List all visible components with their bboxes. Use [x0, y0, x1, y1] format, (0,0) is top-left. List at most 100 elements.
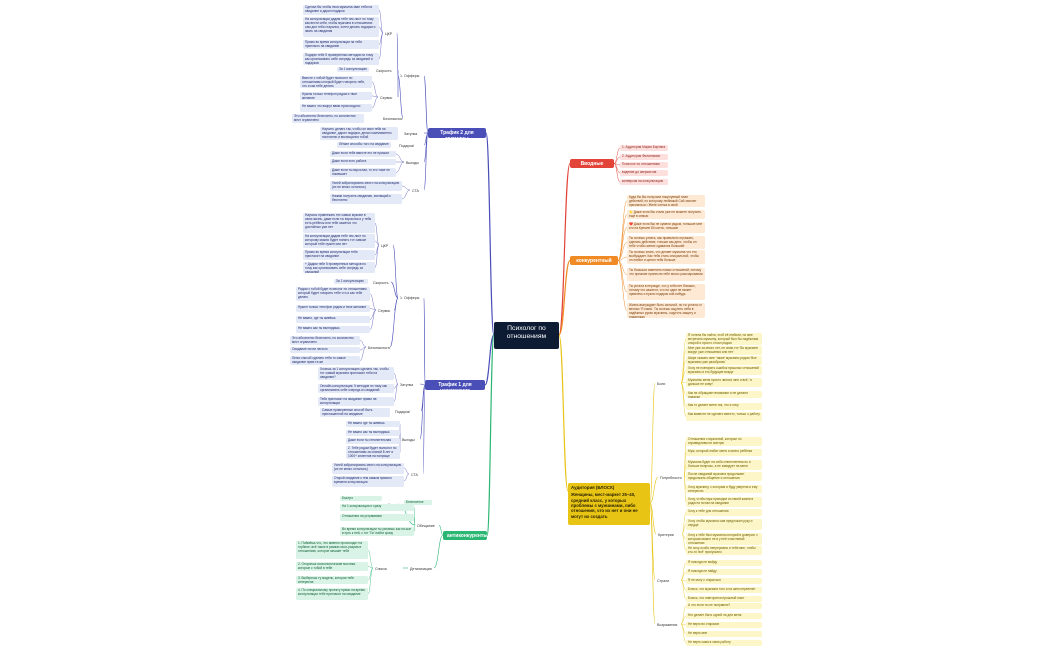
audience-group-label[interactable]: Критерии	[658, 533, 674, 537]
audience-group-label[interactable]: Боли	[657, 382, 666, 386]
audience-group-label[interactable]: Потребности	[660, 476, 682, 480]
benefits-label[interactable]: Выгоды	[402, 438, 415, 442]
audience-item[interactable]: Мужчина будет на себя ответственность и …	[686, 460, 762, 470]
intro-item[interactable]: Психолог по отношениям	[620, 162, 668, 168]
audience-item[interactable]: А что если ты не понравлю?	[686, 603, 762, 609]
audience-item[interactable]: Я не могу с открыться	[686, 578, 762, 584]
service-item[interactable]: Нужны только телефон рядом и твое желани…	[300, 92, 372, 100]
promise-item[interactable]: Отношения на устраиваем	[340, 514, 414, 521]
competitor-item[interactable]: Ты устала в периоде, что у тебя нет близ…	[627, 284, 705, 300]
benefits-label[interactable]: Выгоды	[406, 161, 419, 165]
audience-item[interactable]: Хочу чтобы мужчина сам предложил руку и …	[686, 519, 762, 530]
cta-label[interactable]: CTA	[411, 473, 418, 477]
audience-group-label[interactable]: Страхи	[657, 579, 670, 583]
benefit-item[interactable]: Даже если ты взрослая, то это тоже не по…	[330, 168, 396, 177]
audience-group-label[interactable]: Возражения	[657, 623, 678, 627]
cta-label[interactable]: CTA	[412, 189, 419, 193]
hook-label[interactable]: Затупка	[404, 132, 418, 136]
mechanism-item[interactable]: 4. По специальному проекту прямо на врем…	[296, 588, 368, 600]
hook-item[interactable]: Тебя пригласят на свидание прямо на конс…	[318, 397, 394, 406]
audience-item[interactable]: Мне уже за много лет, не знаю тот 'Во му…	[686, 346, 762, 355]
branch-anticompetitors[interactable]: антиконкуренты	[443, 531, 487, 540]
service-label[interactable]: Сервис	[378, 309, 391, 313]
branch-intro[interactable]: Вводные данные	[570, 159, 614, 168]
promise-label[interactable]: Обещание	[417, 524, 435, 528]
ckr-label[interactable]: ЦКР	[381, 244, 389, 248]
mechanism-item[interactable]: 3. Выберешь ту модель, которая тебе инте…	[296, 576, 368, 584]
hook-item[interactable]: Хочешь за 1 консультацию сделать так, чт…	[318, 367, 394, 380]
hook-label[interactable]: Затупка	[400, 383, 414, 387]
benefit-item[interactable]: Даже если есть работа	[330, 159, 396, 165]
cta-item[interactable]: Нажми получить свиданию, звонящий к бесп…	[330, 194, 402, 204]
audience-item[interactable]: Как не обращают внимание и не делают под…	[686, 391, 762, 398]
safety-item[interactable]: Это абсолютно бесплатно, но количество м…	[290, 336, 360, 345]
details-label[interactable]: Детализация	[410, 567, 432, 571]
ckr-item[interactable]: На консультации дадим тебе чек-лист по т…	[303, 17, 379, 37]
ckr-item[interactable]: Научись привлекать тех самых мужчин в св…	[303, 213, 375, 233]
intro-item[interactable]: 1. Аудитория Мария Бартина	[620, 145, 668, 151]
intro-item[interactable]: видение до сверкистов	[620, 170, 668, 176]
central-topic[interactable]: Психолог по отношениям	[494, 322, 559, 349]
service-item[interactable]: Рядом с тобой будет психолог по отношени…	[296, 287, 370, 301]
branch-audience[interactable]: Аудитория (БЛОСК)Женщины, мест-маркет 25…	[568, 483, 650, 525]
safety-label[interactable]: Безопасность	[368, 346, 390, 350]
audience-item[interactable]: Кто делает быть одной ли для меня	[686, 613, 762, 619]
service-item[interactable]: Нужен только телефон рядом и твое желани…	[296, 305, 370, 312]
offers-label[interactable]: 1. Офферы	[400, 74, 420, 78]
promise-item[interactable]: На 1 консультации и сразу	[340, 504, 414, 511]
competitor-item[interactable]: 🌟 Даже если Вы стали уже не можете получ…	[627, 210, 705, 219]
mechanism-item[interactable]: 2. Откроешь психологические мостики, кот…	[296, 562, 368, 571]
branch-trafik2[interactable]: Трафик 2 для мужчины	[428, 128, 486, 138]
benefit-item[interactable]: Не важно где ты живешь	[346, 421, 400, 427]
ckr-item[interactable]: Подарю тебе 5 проверенных методов по том…	[303, 53, 379, 65]
gift-label[interactable]: Подарок/способ	[399, 144, 415, 148]
safety-item[interactable]: Легко способ сделать тебя то самое свида…	[290, 356, 360, 365]
hook-item[interactable]: Научить делать так, чтобы он звал тебя н…	[320, 127, 398, 140]
ckr-label[interactable]: ЦКР	[385, 32, 393, 36]
short-item[interactable]: Бесплатное	[404, 500, 432, 505]
audience-item[interactable]: Не хочу особо непрерывно и тебя мне, что…	[686, 546, 762, 555]
audience-item[interactable]: Боюсь, что мужчина того и на шею перелез…	[686, 587, 762, 593]
audience-item[interactable]: Я никогда не найду	[686, 569, 762, 575]
service-label[interactable]: Сервис	[380, 96, 393, 100]
competitor-item[interactable]: Ты боишься изменить новых отношений, пот…	[627, 268, 705, 281]
audience-item[interactable]: Отношения с мужчиной, которые по справед…	[686, 437, 762, 446]
audience-item[interactable]: Шире сказать мне 'такие' мужчины рядом '…	[686, 356, 762, 365]
competitor-item[interactable]: Ты хочешь знать, что делает мужчина что …	[627, 250, 705, 264]
competitor-item[interactable]: Ты хочешь узнать, как правильно отражать…	[627, 236, 705, 249]
ckr-item[interactable]: + Дадим тебе 5 проверенных методов по то…	[303, 262, 375, 273]
audience-item[interactable]: После свиданий мужчина продолжает продол…	[686, 472, 762, 481]
cta-item[interactable]: Успей забронировать место на консультаци…	[330, 181, 402, 191]
benefit-item[interactable]: Даже если тебе вместе его не пришли	[330, 151, 396, 157]
audience-item[interactable]: Хочу не повторять ошибок прошлых отношен…	[686, 366, 762, 375]
benefit-item[interactable]: Не важно как ты выглядишь	[346, 430, 400, 436]
gift-item[interactable]: Лёгкие способы того на свидание	[337, 142, 391, 148]
mechanism-label[interactable]: Список механизм	[375, 567, 387, 571]
speed-item[interactable]: За 1 консультацию	[334, 279, 368, 284]
audience-item[interactable]: Как то делает меня так, что я хочу	[686, 403, 762, 410]
safety-item[interactable]: Свидание почти легкого	[290, 347, 360, 353]
audience-item[interactable]: Хочу к тебе для отношения	[686, 509, 762, 516]
cta-item[interactable]: Открой свидание к тем самым прямого врем…	[332, 476, 404, 487]
competitor-item[interactable]: Куда бы Вы получили поцелуевый план дейс…	[627, 195, 705, 207]
ckr-item[interactable]: Прямо во время консультации тебя приглас…	[303, 250, 375, 260]
offers-label[interactable]: 1. Офферы	[400, 296, 420, 300]
safety-label[interactable]: Безопасность	[383, 117, 403, 121]
safety-item[interactable]: Это абсолютно бесплатно, но количество м…	[292, 114, 364, 123]
speed-label[interactable]: Скорость	[376, 69, 392, 73]
service-item[interactable]: Не важно, где ты живёшь	[296, 316, 370, 323]
audience-item[interactable]: Муж, который любит меня и моего ребёнка	[686, 449, 762, 456]
audience-item[interactable]: Боюсь, что повторится прошлый опыт	[686, 596, 762, 602]
short-item[interactable]: Быстро	[340, 496, 382, 501]
benefit-item[interactable]: 2. Тебе рядом будет психолог по отношени…	[346, 446, 400, 459]
hook-item[interactable]: Онлайн-консультация: 5 методов по тому к…	[318, 384, 394, 393]
speed-item[interactable]: За 1 консультацию	[337, 67, 369, 72]
speed-label[interactable]: Скорость	[373, 281, 389, 285]
mechanism-item[interactable]: 1. Поймёшь что, это именно происходит на…	[296, 541, 368, 559]
service-item[interactable]: Не важно что вокруг вами происходило	[300, 104, 372, 112]
intro-item[interactable]: 2. Аудитория Филиппович	[620, 154, 668, 160]
competitor-item[interactable]: Жизнь вынуждает быть сильной, но ты уста…	[627, 303, 705, 318]
audience-item[interactable]: Хочу к тебе был мужчина который в довери…	[686, 533, 762, 545]
intro-item[interactable]: конверсия на консультацию	[620, 179, 668, 185]
ckr-item[interactable]: Прямо во время консультации на тебя прип…	[303, 40, 379, 49]
